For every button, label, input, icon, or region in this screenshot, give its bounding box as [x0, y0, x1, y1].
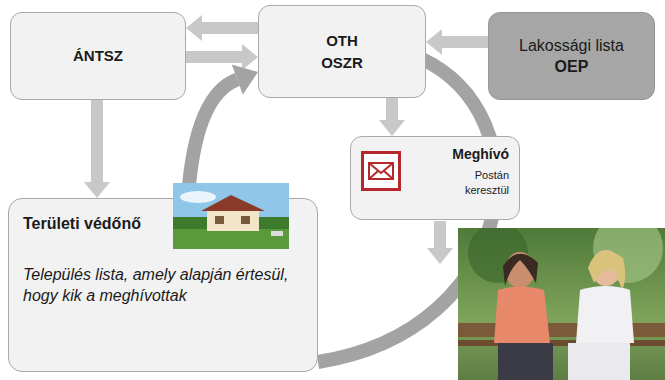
node-title: OTH	[326, 30, 358, 52]
node-title: ÁNTSZ	[73, 45, 123, 67]
woman-right	[568, 250, 634, 380]
node-text: Település lista, amely alapján értesül, …	[23, 264, 303, 306]
flow-arrow	[186, 15, 258, 41]
photo-illustration	[458, 228, 665, 380]
block-arrow	[427, 221, 453, 264]
flow-arrow	[188, 65, 258, 199]
flow-arrow	[84, 100, 110, 198]
node-text: OSZR	[321, 52, 363, 74]
flow-arrow	[426, 29, 488, 55]
flow-arrow	[186, 44, 258, 70]
node-title: Területi védőnő	[23, 213, 303, 234]
block-arrow	[186, 44, 258, 70]
bench	[458, 323, 665, 337]
node-title: Lakossági lista	[519, 35, 624, 56]
envelope-icon	[361, 151, 401, 191]
agency-box: ÁNTSZ	[10, 12, 186, 100]
arrow-head	[232, 65, 258, 95]
node-title: Meghívó	[452, 145, 509, 164]
node-text: Postán keresztül	[447, 168, 509, 198]
house-picture	[173, 183, 289, 249]
block-arrow	[84, 100, 110, 198]
block-arrow	[426, 29, 488, 55]
block-arrow	[379, 98, 405, 136]
node-text: OEP	[555, 56, 589, 77]
nurse-box: Területi védőnőTelepülés lista, amely al…	[8, 198, 318, 372]
woman-left	[494, 252, 553, 380]
flow-arrow	[379, 98, 405, 136]
cycle-arc	[188, 80, 237, 198]
source-box: Lakossági listaOEP	[488, 12, 655, 100]
block-arrow	[186, 15, 258, 41]
registry-box: OTHOSZR	[258, 5, 426, 98]
invitation-box: MeghívóPostán keresztül	[350, 136, 520, 220]
